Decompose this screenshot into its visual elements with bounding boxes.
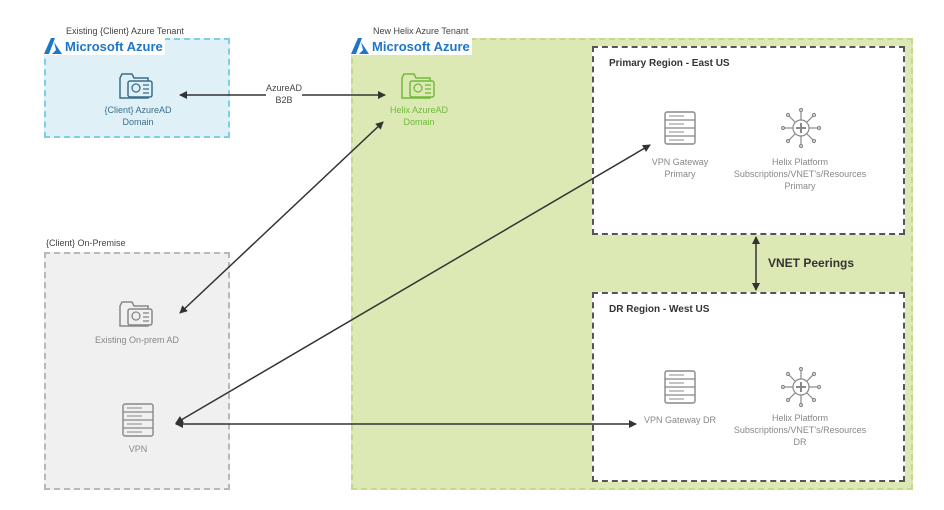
- dr-gateway-label: VPN Gateway DR: [643, 415, 717, 425]
- helix-azuread-line2: Domain: [403, 117, 435, 127]
- server-icon: [664, 370, 696, 404]
- primary-gateway-line1: VPN Gateway: [651, 157, 709, 167]
- b2b-line2: B2B: [275, 95, 293, 105]
- client-azuread-label: {Client} AzureAD Domain: [104, 104, 171, 128]
- helix-azuread-line1: Helix AzureAD: [389, 105, 449, 115]
- client-tenant-label: Existing {Client} Azure Tenant: [66, 26, 184, 36]
- platform-chip-icon: [780, 107, 822, 149]
- primary-region-title: Primary Region - East US: [609, 58, 730, 69]
- b2b-line1: AzureAD: [265, 83, 303, 93]
- onprem-label: {Client} On-Premise: [46, 238, 126, 248]
- onprem-ad-to-helix-ad-arrow: [179, 121, 384, 314]
- helix-azuread-label: Helix AzureAD Domain: [390, 104, 448, 128]
- platform-chip-icon: [780, 366, 822, 408]
- onprem-ad-label: Existing On-prem AD: [94, 335, 180, 345]
- client-azuread-line1: {Client} AzureAD: [104, 105, 172, 115]
- vpn-label: VPN: [128, 444, 148, 454]
- client-azure-logo: Microsoft Azure: [42, 37, 165, 55]
- primary-platform-line2: Subscriptions/VNET's/Resources: [733, 169, 867, 179]
- client-azure-logo-text: Microsoft Azure: [65, 38, 163, 54]
- primary-platform-line3: Primary: [784, 181, 816, 191]
- directory-icon: [119, 301, 153, 327]
- client-azuread-line2: Domain: [122, 117, 154, 127]
- primary-gateway-line2: Primary: [664, 169, 696, 179]
- primary-gateway-label: VPN Gateway Primary: [652, 156, 709, 180]
- directory-icon: [119, 73, 153, 99]
- directory-icon: [401, 73, 435, 99]
- primary-platform-line1: Helix Platform: [771, 157, 828, 167]
- server-icon: [664, 111, 696, 145]
- dr-platform-line3: DR: [793, 437, 807, 447]
- azure-logo-icon: [44, 38, 62, 54]
- dr-platform-label: Helix Platform Subscriptions/VNET's/Reso…: [734, 412, 866, 448]
- helix-azure-logo: Microsoft Azure: [349, 37, 472, 55]
- vpn-to-primary-gateway-arrow: [175, 144, 651, 424]
- vnet-peerings-label: VNET Peerings: [768, 256, 855, 270]
- dr-region-title: DR Region - West US: [609, 304, 710, 315]
- primary-platform-label: Helix Platform Subscriptions/VNET's/Reso…: [734, 156, 866, 192]
- server-icon: [122, 403, 154, 437]
- dr-platform-line1: Helix Platform: [771, 413, 828, 423]
- helix-azure-logo-text: Microsoft Azure: [372, 38, 470, 54]
- helix-tenant-label: New Helix Azure Tenant: [373, 26, 469, 36]
- dr-platform-line2: Subscriptions/VNET's/Resources: [733, 425, 867, 435]
- b2b-label: AzureAD B2B: [265, 82, 303, 106]
- azure-logo-icon: [351, 38, 369, 54]
